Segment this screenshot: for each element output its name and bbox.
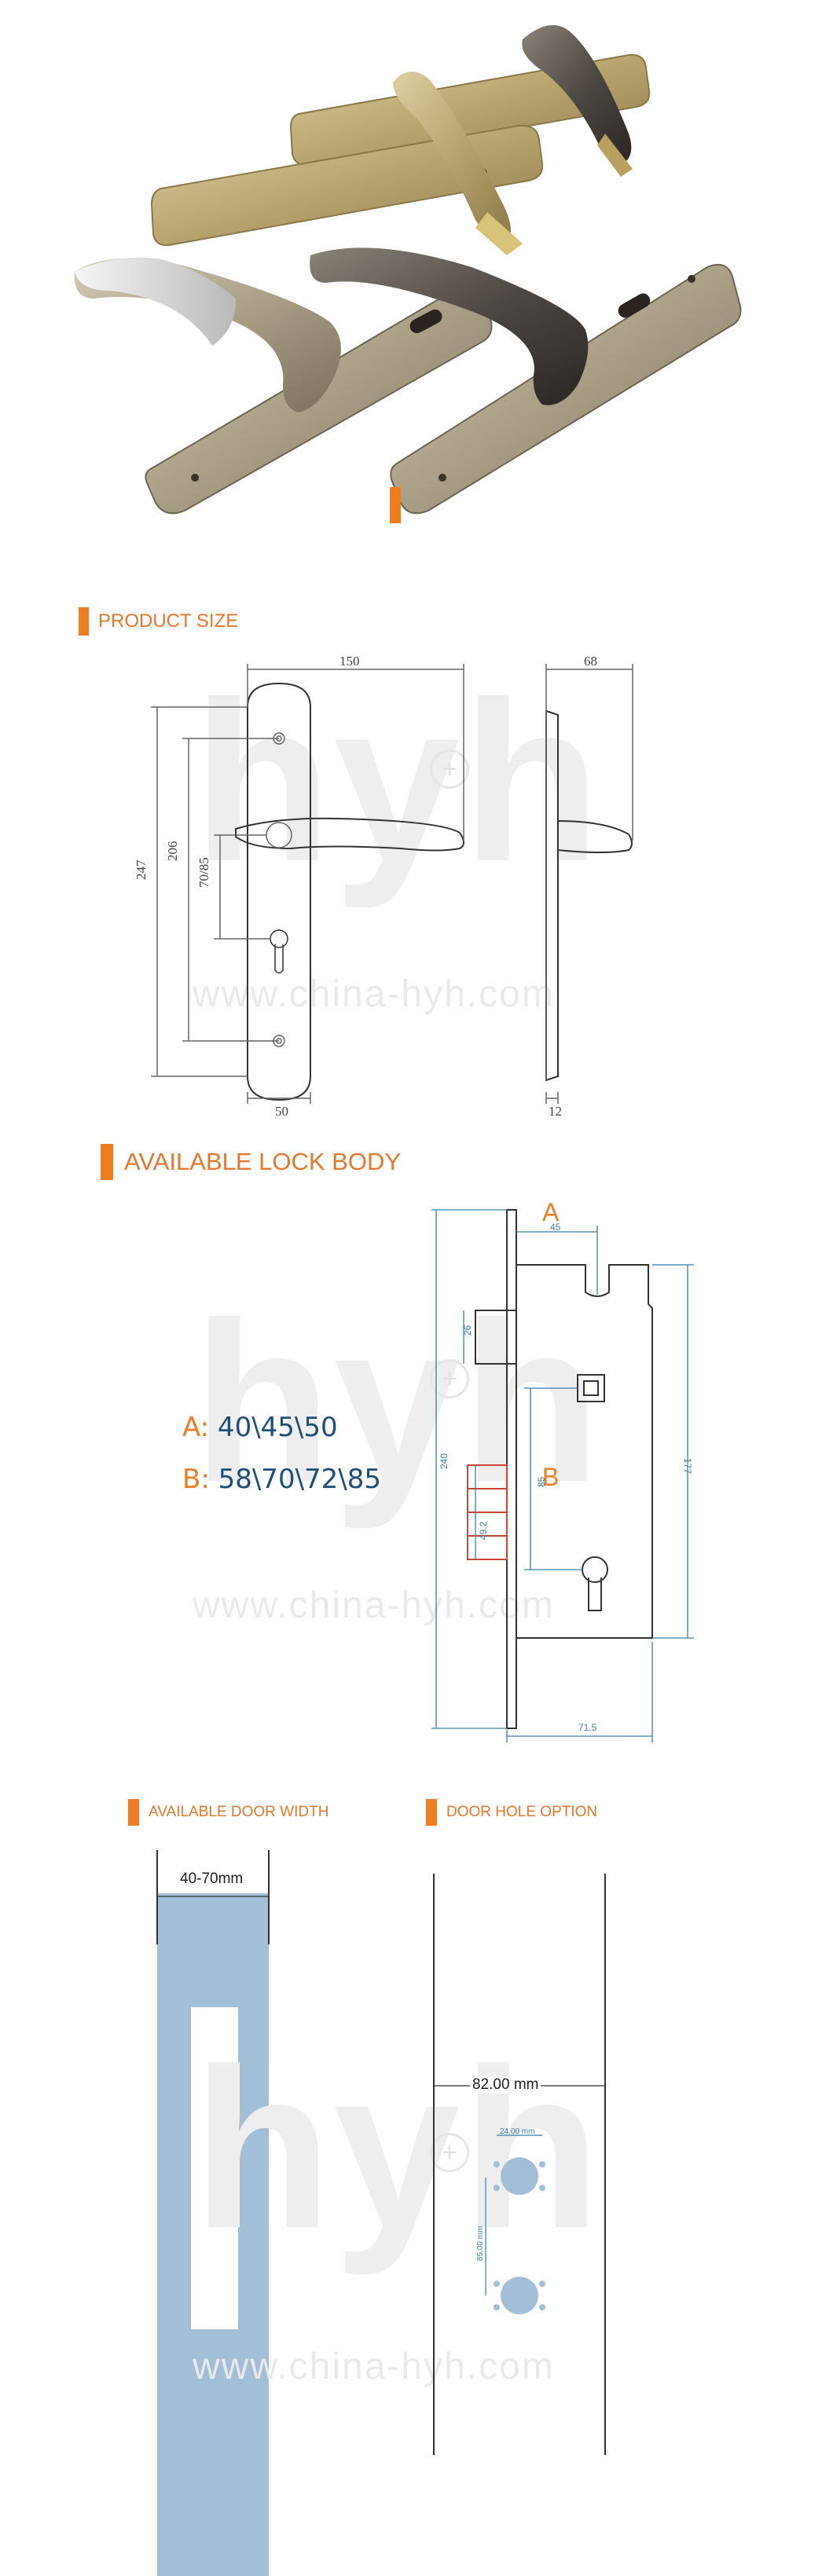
dim-bolt-49-2: 49.2 [478,1521,489,1540]
watermark-logo: hyh [193,2021,603,2276]
door-hole-dia-label: 24.00 mm [500,2127,535,2136]
watermark-url: www.china-hyh.com [193,2346,555,2387]
lock-spec-b-values: B: 58\70\72\85 [182,1464,382,1495]
accent-bar [101,1144,113,1180]
lock-body-drawing [431,1209,694,1742]
watermark-plus-icon: + [430,2133,469,2172]
dim-depth-68: 68 [584,654,597,669]
door-width-dimension [156,1850,270,1944]
dim-hole-206: 206 [165,841,180,862]
dim-thickness-12: 12 [549,1104,562,1119]
dim-width-71-5: 71.5 [578,1722,597,1733]
section-header-door-width: AVAILABLE DOOR WIDTH [128,1799,328,1826]
section-title: AVAILABLE LOCK BODY [124,1148,402,1175]
dim-case-177: 177 [682,1458,693,1475]
lock-spec-a-values: A: 40\45\50 [182,1412,338,1443]
accent-bar [79,607,89,636]
lock-spec-a: A: 40\45\50 [182,1412,338,1443]
watermark-logo: hyh [193,1275,603,1530]
section-title: DOOR HOLE OPTION [446,1804,598,1820]
watermark-plus-icon: + [430,1359,469,1398]
door-width-cutout [191,2007,238,2329]
product-size-drawing [151,664,633,1104]
dim-height-247: 247 [134,859,149,881]
section-header-lock-body: AVAILABLE LOCK BODY [101,1144,401,1180]
section-header-product-size: PRODUCT SIZE [79,607,238,636]
dim-backset-45: 45 [550,1222,561,1233]
section-title: PRODUCT SIZE [98,610,239,632]
product-photo [74,25,742,523]
lock-label-b: B [542,1463,560,1491]
door-width-label: 40-70mm [178,1871,245,1888]
section-header-door-hole: DOOR HOLE OPTION [426,1799,597,1826]
dim-total-240: 240 [439,1453,450,1469]
dim-center-70-85: 70/85 [196,857,211,888]
watermark-logo: hyh [193,654,603,909]
dim-latch-26: 26 [462,1325,473,1336]
accent-bar [426,1799,437,1826]
dim-plate-50: 50 [275,1104,288,1119]
dim-center-85: 85 [536,1476,547,1487]
dim-width-150: 150 [339,654,360,669]
watermark-url: www.china-hyh.com [193,1585,555,1626]
section-title: AVAILABLE DOOR WIDTH [149,1804,329,1820]
door-hole-spacing-label: 85.00 mm [476,2226,485,2261]
watermark-plus-icon: + [430,749,469,789]
door-hole-width-label: 82.00 mm [470,2076,541,2094]
door-hole-drawing [433,1874,606,2455]
lock-label-a: A [542,1198,560,1226]
watermark-url: www.china-hyh.com [193,973,555,1015]
accent-bar [128,1799,139,1826]
lock-spec-b: B: 58\70\72\85 [182,1464,381,1495]
